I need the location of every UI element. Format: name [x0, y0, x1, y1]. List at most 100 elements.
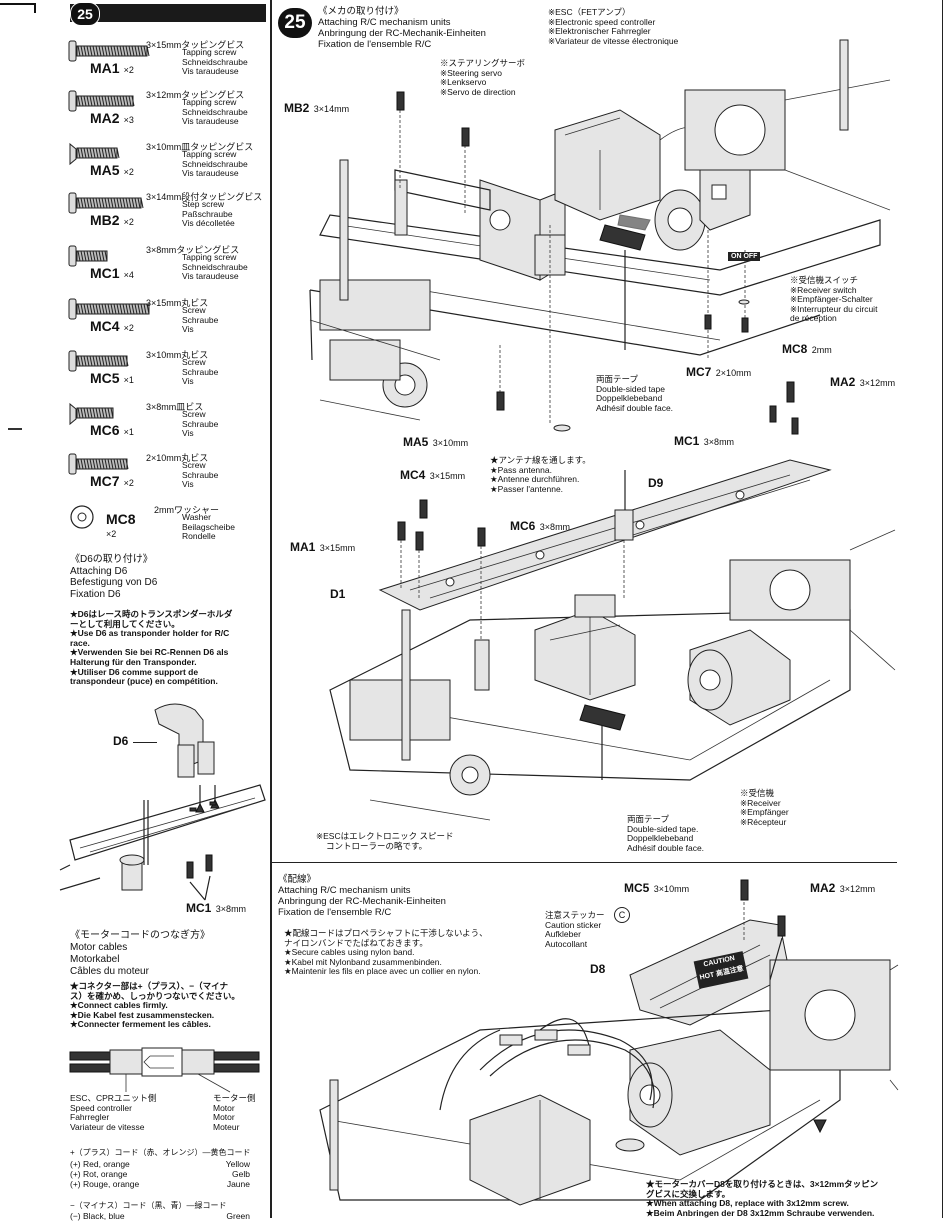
part-qty: ×3 [123, 115, 134, 125]
part-code: MC8 [106, 511, 136, 527]
receiver-callout: ※受信機 ※Receiver ※Empfänger ※Récepteur [740, 788, 789, 827]
motor-heading-de: Motorkabel [70, 954, 120, 965]
minus-line: −（マイナス）コード（黒、青）—緑コード [70, 1201, 227, 1210]
antenna-note: ★Antenne durchführen. [490, 474, 580, 485]
d9-label: D9 [648, 476, 664, 490]
double-sided-tape-2 [579, 704, 626, 780]
ma5-size: 3×10mm [432, 438, 469, 448]
wiring-heading: 《配線》 Attaching R/C mechanism units Anbri… [278, 874, 446, 918]
step-badge-small: 25 [70, 2, 100, 26]
screw-icon [68, 90, 135, 112]
d6-note: transpondeur (puce) en compétition. [70, 676, 218, 687]
esc-unit [469, 1094, 591, 1206]
motor-note: ★コネクター部は+（プラス）、−（マイナ [70, 981, 228, 991]
part-code-label: MA5×2 [90, 162, 134, 180]
bottom-note: ★When attaching D8, replace with 3x12mm … [646, 1198, 849, 1209]
part-size: 3×8mm皿ビス [146, 402, 204, 412]
part-name: Schneidschraube [182, 106, 248, 117]
d8-label: D8 [590, 962, 606, 976]
d6-heading: 《D6の取り付け》 Attaching D6 Befestigung von D… [70, 554, 157, 600]
rear-suspension [729, 529, 896, 671]
esc-callout-line: ※Elektronischer Fahrregler [548, 26, 651, 37]
bottom-notes: ★モーターカバーD8を取り付けるときは、3×12mmタッピン グビスに交換します… [646, 1179, 879, 1218]
part-code: MC4 [90, 318, 120, 334]
mc8-size: 2mm [811, 345, 832, 355]
mc4-code: MC4 [400, 468, 426, 482]
wiring-heading-fr: Fixation de l'ensemble R/C [278, 907, 392, 918]
motor-side-label: モーター側 [213, 1093, 256, 1103]
motor-heading-en: Motor cables [70, 942, 128, 953]
chassis-plate [69, 784, 266, 861]
esc-wire-color: (+) Red, orange [70, 1159, 130, 1169]
screw-icon [69, 402, 114, 426]
motor-heading-ja: 《モーターコードのつなぎ方》 [70, 930, 210, 941]
bottom-note: ★モーターカバーD8を取り付けるときは、3×12mmタッピン [646, 1179, 879, 1189]
motor-side-label: Motor [213, 1102, 235, 1113]
esc-callout: ※ESC（FETアンプ） ※Electronic speed controlle… [548, 7, 679, 46]
part-code-label: MB2×2 [90, 212, 134, 230]
mc7-code: MC7 [686, 365, 712, 379]
step-header-bar [70, 4, 266, 22]
part-name: Schneidschraube [182, 56, 248, 67]
plus-line: +（プラス）コード（赤、オレンジ）—黄色コード [70, 1148, 251, 1157]
main-heading-en: Attaching R/C mechanism units [318, 17, 451, 28]
wiring-illustration [319, 879, 899, 1206]
mc1-code: MC1 [186, 901, 212, 915]
part-name: Tapping screw [182, 47, 237, 57]
d6-heading-en: Attaching D6 [70, 565, 128, 577]
main-heading-de: Anbringung der RC-Mechanik-Einheiten [318, 28, 486, 39]
mc6-size: 3×8mm [539, 522, 571, 532]
esc-callout-line: ※Variateur de vitesse électronique [548, 35, 679, 46]
screw-icon [69, 142, 120, 166]
part-name: Vis décolletée [182, 218, 235, 229]
part-name: Schraube [182, 418, 219, 429]
mc1-code: MC1 [674, 434, 700, 448]
esc-callout-line: ※ESC（FETアンプ） [548, 7, 631, 17]
sticker-label-line: Aufkleber [545, 929, 581, 940]
rear-suspension [769, 959, 899, 1091]
wiring-note: ★Maintenir les fils en place avec un col… [284, 966, 481, 977]
switch-callout: ※受信機スイッチ ※Receiver switch ※Empfänger-Sch… [790, 275, 878, 324]
main-heading: 《メカの取り付け》 Attaching R/C mechanism units … [318, 6, 486, 50]
part-name: Tapping screw [182, 97, 237, 107]
chassis-tub [329, 609, 851, 781]
steering-arm [394, 169, 491, 236]
ma5-code: MA5 [403, 435, 429, 449]
d6-note: race. [70, 637, 90, 648]
part-code: MC6 [90, 422, 120, 438]
sticker-label-line: Autocollant [545, 938, 588, 949]
part-name: Vis [182, 479, 194, 490]
step-number: 25 [284, 12, 306, 33]
motor-note: ★Connect cables firmly. [70, 1000, 168, 1011]
servo-callout-line: ※Servo de direction [440, 86, 516, 97]
mc7-label: MC7 2×10mm [686, 363, 751, 381]
screw-icon [68, 245, 108, 267]
part-code: MC1 [90, 265, 120, 281]
part-name: Schraube [182, 366, 219, 377]
body-posts [339, 39, 849, 301]
part-code-label: MC1×4 [90, 265, 134, 283]
main-heading-ja: 《メカの取り付け》 [318, 6, 404, 17]
motor-note: ★Connecter fermement les câbles. [70, 1019, 211, 1030]
mc1-size: 3×8mm [215, 904, 247, 914]
receiver-switch-unit [699, 159, 751, 231]
part-name: Tapping screw [182, 252, 237, 262]
motor [627, 1029, 771, 1156]
motor-wire-color: Jaune [226, 1179, 250, 1189]
mc1-left-label: MC1 3×8mm [186, 899, 246, 917]
part-code-label: MC5×1 [90, 370, 134, 388]
d6-heading-fr: Fixation D6 [70, 588, 121, 600]
part-code-label: MA2×3 [90, 110, 134, 128]
switch-callout-line: ※Interrupteur du circuit [790, 303, 878, 314]
tape-label-2: 両面テープ Double-sided tape. Doppelklebeband… [627, 814, 704, 853]
switch-callout-line: ※受信機スイッチ [790, 275, 859, 285]
part-size: 3×14mm段付タッピングビス [146, 192, 263, 202]
